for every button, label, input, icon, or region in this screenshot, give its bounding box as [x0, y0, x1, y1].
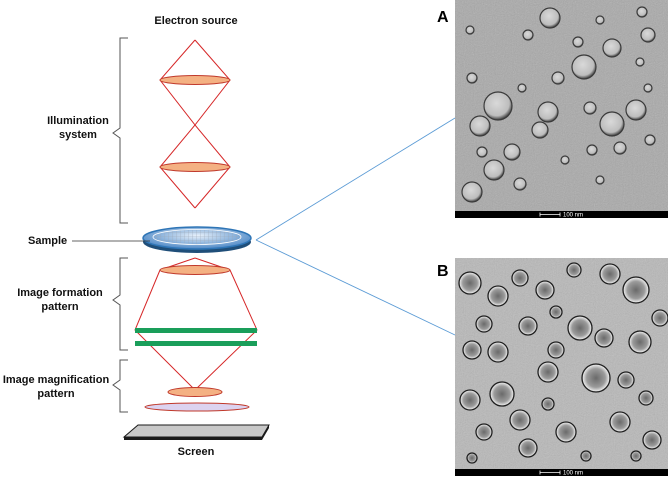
aperture-bar-lower: [135, 341, 257, 346]
label-image-magnification-line2: pattern: [37, 388, 75, 400]
label-image-magnification-line1: Image magnification: [3, 374, 110, 386]
aperture-bar-upper: [135, 328, 257, 333]
screen-plate-icon: [122, 424, 270, 440]
sample-grid-icon: [142, 226, 252, 253]
condenser-lens-1: [159, 75, 231, 85]
label-illumination-line2: system: [59, 129, 97, 141]
label-sample: Sample: [28, 235, 67, 247]
micrograph-b: 100 nm: [455, 258, 668, 477]
label-electron-source: Electron source: [154, 15, 237, 27]
label-image-formation-line1: Image formation: [17, 287, 103, 299]
condenser-lens-2: [159, 162, 231, 172]
intermediate-lens: [144, 402, 250, 412]
micrograph-a: 100 nm: [455, 0, 668, 219]
connector-lines: [255, 117, 456, 336]
bracket-illumination: [112, 37, 128, 224]
label-screen: Screen: [178, 446, 215, 458]
panel-letter-b: B: [437, 263, 449, 280]
vesicles-b: [458, 262, 668, 464]
label-illumination-line1: Illumination: [47, 115, 109, 127]
panel-letter-a: A: [437, 9, 449, 26]
projector-lens: [167, 387, 223, 397]
bracket-image-formation: [112, 257, 128, 351]
electron-beam-path: [134, 39, 258, 391]
scale-label-a: 100 nm: [563, 213, 583, 219]
vesicles-a: [461, 6, 656, 203]
bracket-image-magnification: [112, 359, 128, 413]
label-image-formation-line2: pattern: [41, 301, 79, 313]
scale-label-b: 100 nm: [563, 471, 583, 477]
objective-lens: [159, 265, 231, 275]
